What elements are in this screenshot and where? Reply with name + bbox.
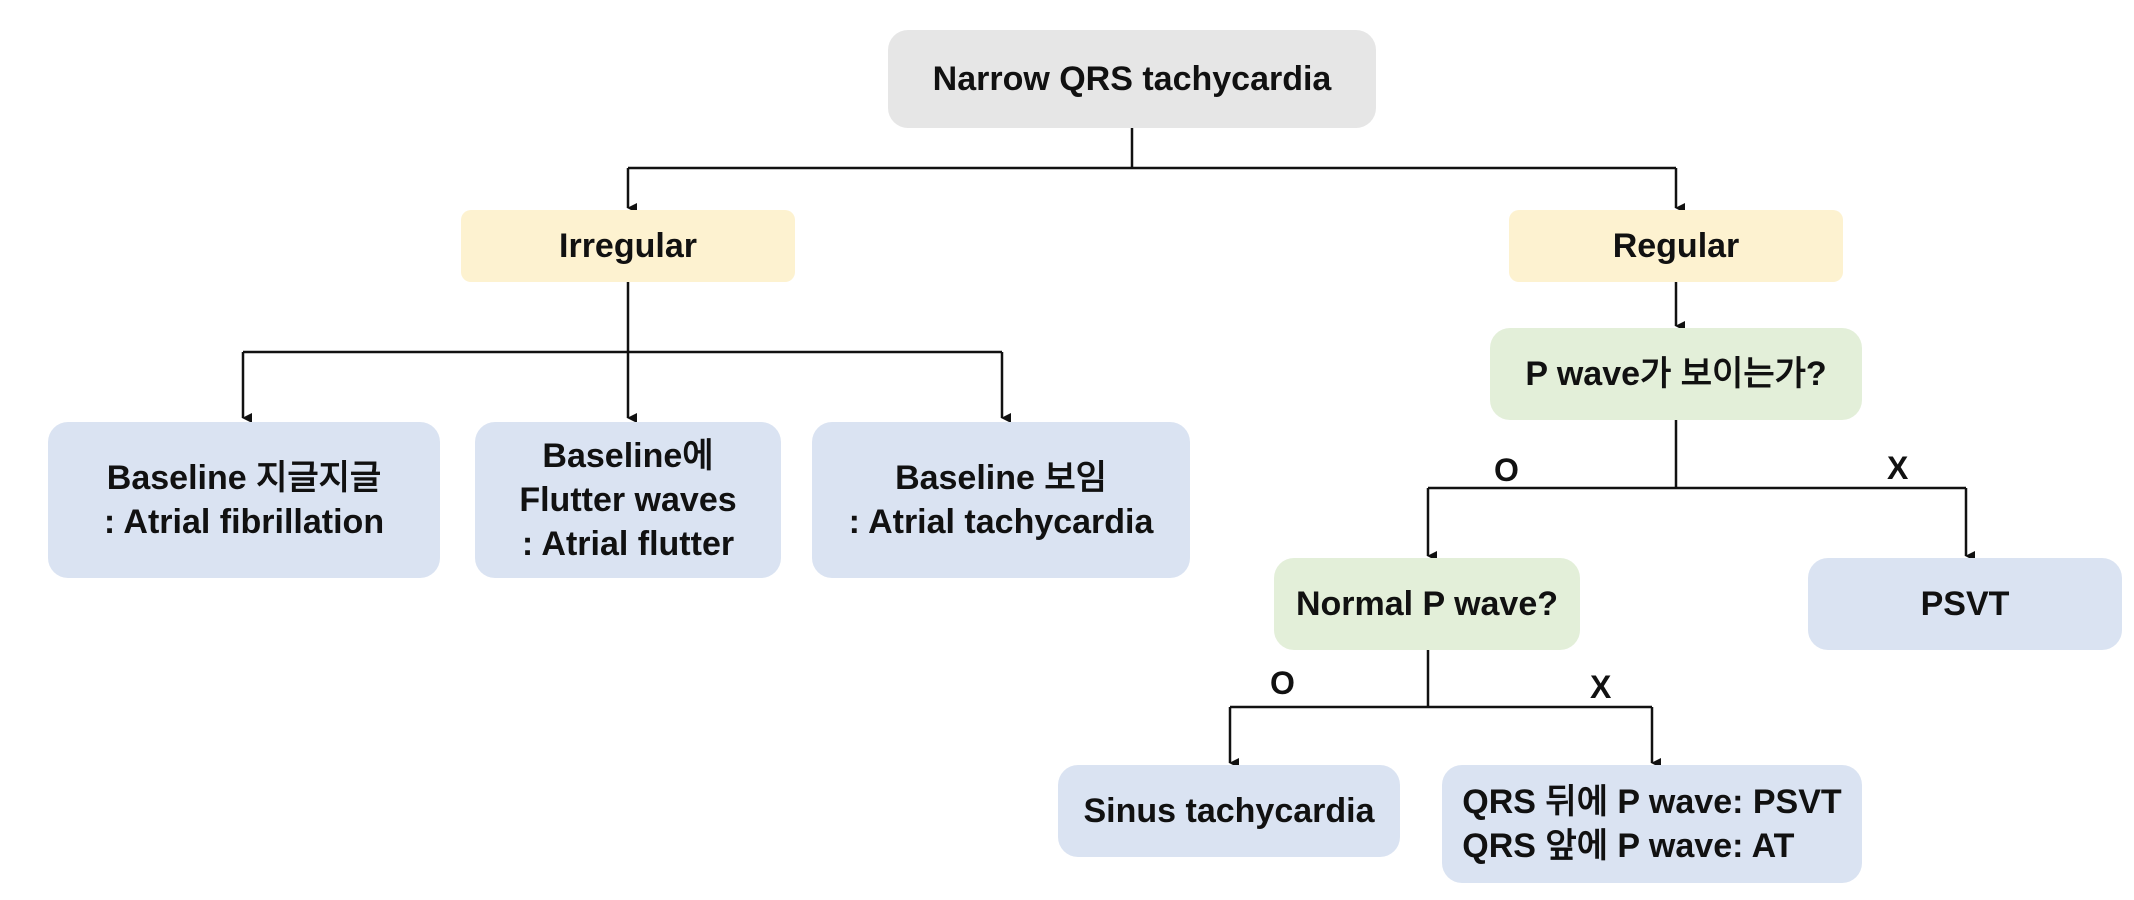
node-line: Baseline 지글지글 [106,458,382,497]
node-regular: Regular [1509,210,1843,282]
node-line: Flutter waves [519,480,737,519]
node-label: Irregular [559,226,697,265]
node-sinus-tachycardia: Sinus tachycardia [1058,765,1400,857]
branch-label-p-wave-yes: O [1494,452,1519,488]
node-label: PSVT [1920,584,2010,623]
node-label: Normal P wave? [1295,584,1559,623]
node-label: P wave가 보이는가? [1525,354,1827,393]
node-irregular: Irregular [461,210,795,282]
node-line: QRS 뒤에 P wave: PSVT [1462,782,1842,821]
node-atrial-flutter: Baseline에 Flutter waves : Atrial flutter [475,422,781,578]
node-narrow-qrs-tachycardia: Narrow QRS tachycardia [888,30,1376,128]
node-line: QRS 앞에 P wave: AT [1462,827,1795,865]
node-p-wave-visible-question: P wave가 보이는가? [1490,328,1862,420]
node-line: Baseline에 [542,436,714,475]
node-label: Narrow QRS tachycardia [932,59,1332,98]
branch-label-p-wave-no: X [1887,450,1909,486]
node-label: Sinus tachycardia [1083,791,1375,830]
node-line: : Atrial flutter [521,525,735,564]
node-atrial-fibrillation: Baseline 지글지글 : Atrial fibrillation [48,422,440,578]
node-qrs-p-wave-position: QRS 뒤에 P wave: PSVT QRS 앞에 P wave: AT [1442,765,1862,883]
branch-label-normal-p-no: X [1590,669,1612,705]
node-line: : Atrial fibrillation [103,503,385,541]
node-normal-p-wave-question: Normal P wave? [1274,558,1580,650]
node-line: Baseline 보임 [895,458,1107,497]
node-line: : Atrial tachycardia [848,503,1154,541]
node-label: Regular [1612,226,1740,265]
node-atrial-tachycardia: Baseline 보임 : Atrial tachycardia [812,422,1190,578]
node-psvt: PSVT [1808,558,2122,650]
branch-label-normal-p-yes: O [1270,665,1295,701]
